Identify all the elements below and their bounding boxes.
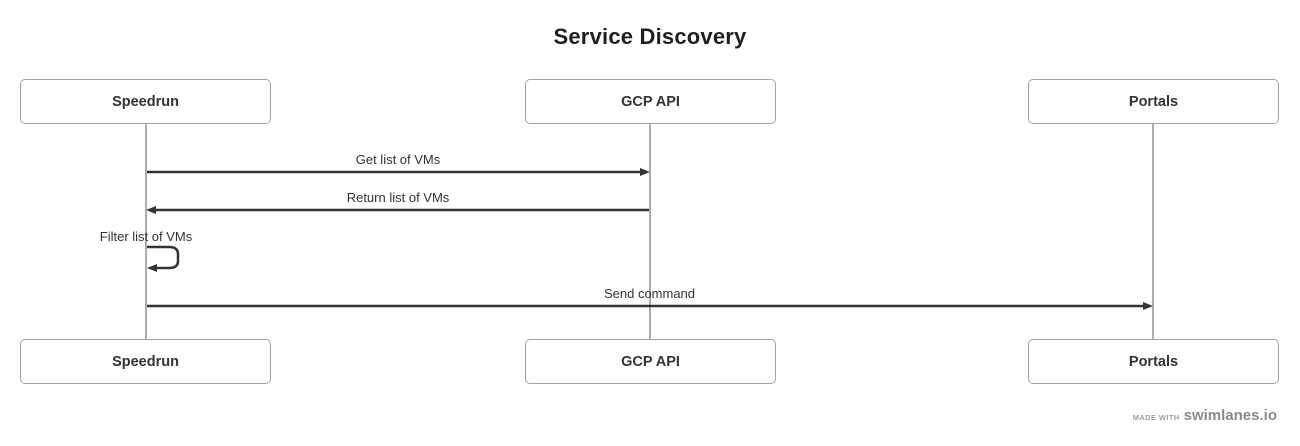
actor-box-speedrun-bottom: Speedrun [20, 339, 271, 384]
actor-label: GCP API [621, 353, 680, 370]
diagram-title: Service Discovery [553, 24, 747, 49]
actor-label: Speedrun [112, 93, 179, 110]
actor-box-gcp-api-bottom: GCP API [525, 339, 776, 384]
actor-label: Portals [1128, 93, 1179, 110]
lifeline-speedrun [145, 123, 147, 341]
actor-box-gcp-api-top: GCP API [525, 79, 776, 124]
actor-label: GCP API [621, 93, 680, 110]
message-label-filter-list-of-vms: Filter list of VMs [99, 229, 193, 244]
swimlanes-brand-link[interactable]: swimlanes.io [1183, 407, 1277, 424]
message-label-get-list-of-vms: Get list of VMs [355, 152, 441, 167]
actor-box-portals-top: Portals [1028, 79, 1279, 124]
actor-box-speedrun-top: Speedrun [20, 79, 271, 124]
message-label-send-command: Send command [603, 286, 696, 301]
message-label-return-list-of-vms: Return list of VMs [346, 190, 450, 205]
lifeline-portals [1152, 123, 1154, 341]
footer: MADE WITH swimlanes.io [1133, 407, 1277, 424]
made-with-label: MADE WITH [1132, 413, 1180, 422]
actor-label: Speedrun [112, 353, 179, 370]
actor-box-portals-bottom: Portals [1028, 339, 1279, 384]
lifeline-gcp-api [649, 123, 651, 341]
arrow-filter-self-loop [147, 245, 180, 272]
actor-label: Portals [1128, 353, 1179, 370]
